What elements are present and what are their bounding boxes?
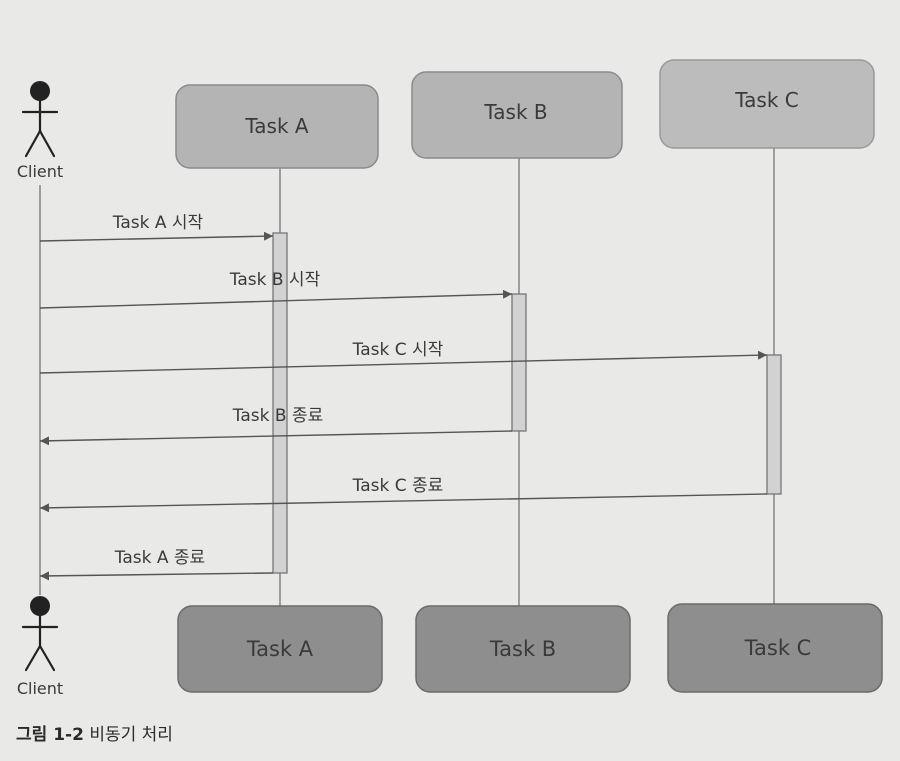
- message-arrow: [39, 231, 274, 242]
- message-arrow: [39, 493, 768, 513]
- message-label: Task A 종료: [114, 548, 205, 568]
- message-arrow: [39, 571, 274, 581]
- task-c-box-top: [659, 59, 875, 149]
- task-a-label-top: Task A: [244, 114, 309, 138]
- message-arrow: [39, 350, 768, 374]
- message-arrow: [39, 289, 513, 309]
- figure-number: 그림 1-2: [16, 725, 84, 745]
- client-actor-top: [21, 81, 59, 158]
- task-c-label-bottom: Task C: [744, 636, 812, 660]
- figure-caption: 그림 1-2 비동기 처리: [16, 720, 173, 745]
- task-b-box-top: [411, 71, 623, 159]
- task-b-box-bottom: [415, 605, 631, 693]
- message-arrow: [39, 430, 513, 446]
- client-actor-bottom: [21, 596, 59, 672]
- task-a-box-bottom: [177, 605, 383, 693]
- task-a-label-bottom: Task A: [246, 637, 314, 661]
- task-c-box-bottom: [667, 603, 883, 693]
- figure-title: 비동기 처리: [89, 725, 173, 745]
- task-c-label-top: Task C: [734, 88, 799, 112]
- client-label-bottom: Client: [17, 679, 63, 698]
- task-c-activation: [766, 354, 782, 495]
- message-label: Task B 시작: [229, 270, 321, 290]
- message-label: Task C 종료: [352, 476, 444, 496]
- message-label: Task C 시작: [352, 340, 444, 360]
- message-label: Task B 종료: [232, 406, 323, 426]
- message-label: Task A 시작: [112, 213, 204, 233]
- task-a-activation: [272, 232, 288, 574]
- task-a-box-top: [175, 84, 379, 169]
- sequence-diagram: Task A Task B Task C Task A Task B Task …: [17, 59, 883, 698]
- task-b-activation: [511, 293, 527, 432]
- client-label-top: Client: [17, 162, 63, 181]
- task-b-label-bottom: Task B: [489, 637, 556, 661]
- task-b-label-top: Task B: [483, 100, 547, 124]
